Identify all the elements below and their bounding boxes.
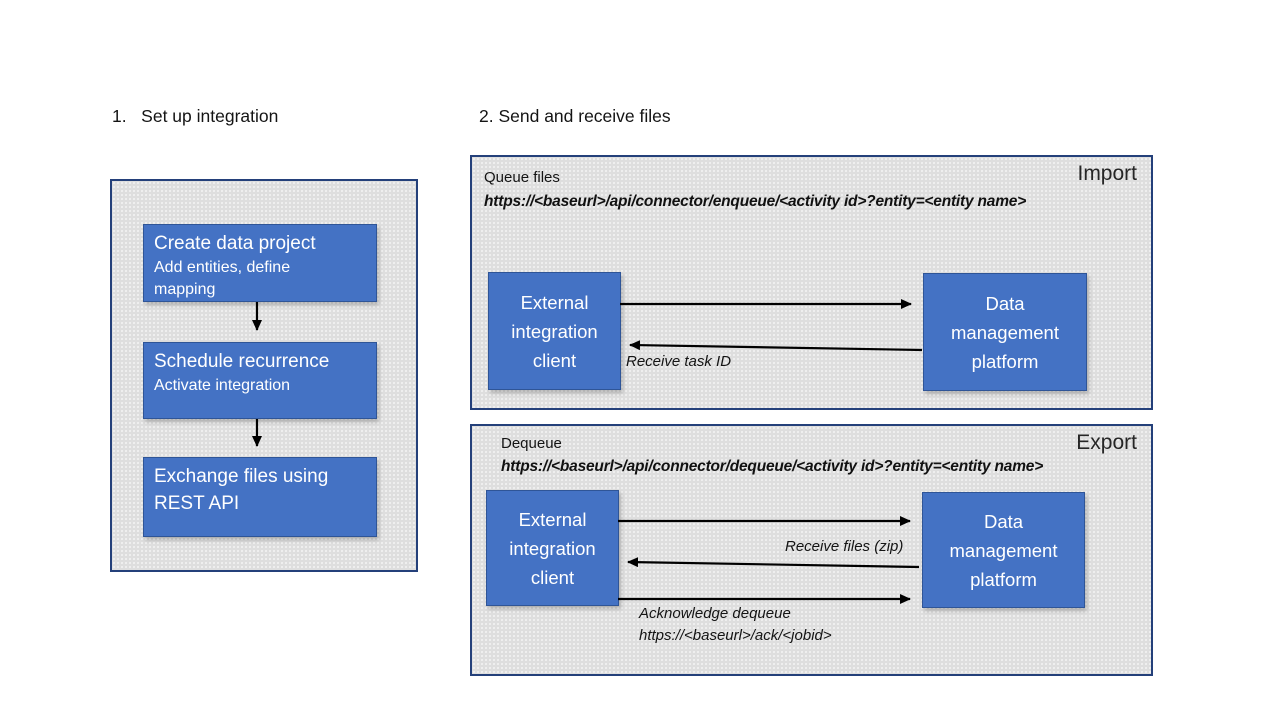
data-management-platform-box: Data management platform	[922, 492, 1085, 608]
import-panel: Queue files https://<baseurl>/api/connec…	[470, 155, 1153, 410]
setup-panel: Create data project Add entities, define…	[110, 179, 418, 572]
enqueue-url: https://<baseurl>/api/connector/enqueue/…	[484, 193, 1027, 210]
receive-task-id-label: Receive task ID	[626, 353, 732, 370]
step-schedule-recurrence: Schedule recurrence Activate integration	[143, 342, 377, 419]
step-title: Schedule recurrence	[154, 351, 330, 372]
queue-files-label: Queue files	[484, 169, 560, 186]
step-subtitle: Activate integration	[154, 377, 291, 394]
dequeue-label: Dequeue	[501, 435, 562, 452]
step-create-data-project: Create data project Add entities, define…	[143, 224, 377, 302]
export-panel: Dequeue https://<baseurl>/api/connector/…	[470, 424, 1153, 676]
receive-files-zip-label: Receive files (zip)	[785, 538, 904, 555]
heading-setup-integration: 1. Set up integration	[112, 106, 279, 126]
external-integration-client-box: External integration client	[486, 490, 619, 606]
heading-send-receive-files: 2. Send and receive files	[479, 106, 671, 126]
step-title: Exchange files using REST API	[154, 466, 329, 514]
step-subtitle: Add entities, define mapping	[154, 259, 291, 298]
export-corner-label: Export	[1076, 431, 1137, 454]
step-title: Create data project	[154, 233, 316, 254]
import-corner-label: Import	[1077, 162, 1137, 185]
dequeue-url: https://<baseurl>/api/connector/dequeue/…	[501, 458, 1044, 475]
external-integration-client-box: External integration client	[488, 272, 621, 390]
acknowledge-dequeue-label: Acknowledge dequeue	[639, 605, 791, 622]
data-management-platform-box: Data management platform	[923, 273, 1087, 391]
step-exchange-files: Exchange files using REST API	[143, 457, 377, 537]
ack-url-label: https://<baseurl>/ack/<jobid>	[639, 627, 832, 644]
